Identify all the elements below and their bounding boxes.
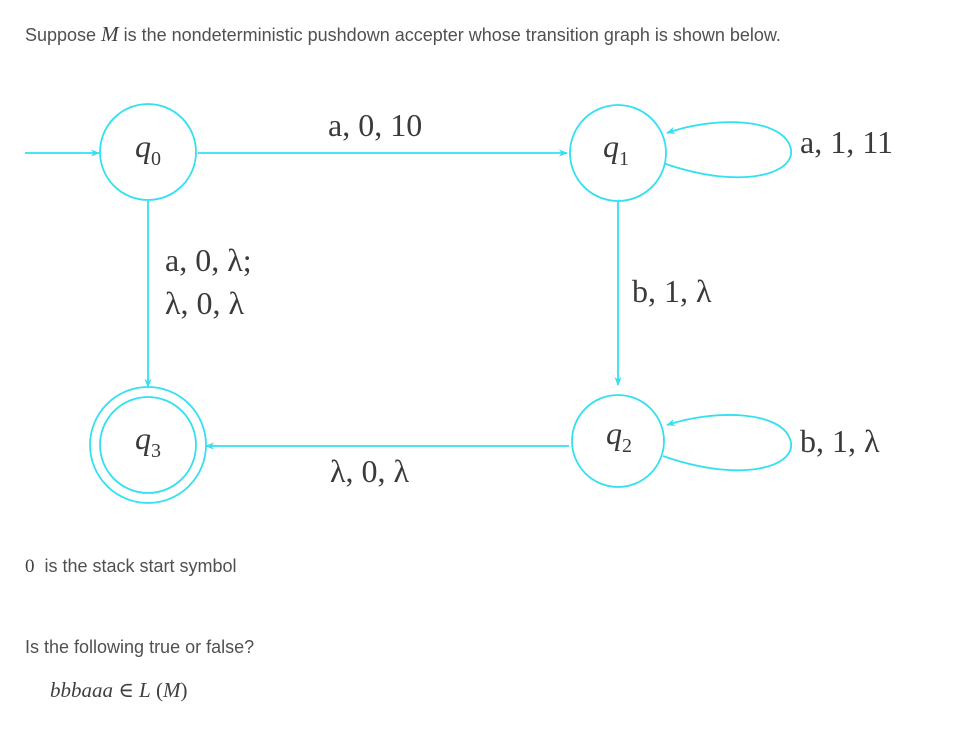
loop-q2-label: b, 1, λ — [800, 423, 880, 459]
stack-start-symbol: 0 — [25, 556, 35, 577]
loop-q1-label: a, 1, 11 — [800, 124, 893, 160]
membership-word: bbbaaa — [50, 678, 113, 702]
edge-q0-q3-label-line2: λ, 0, λ — [165, 285, 245, 321]
state-q0-label: q0 — [135, 128, 161, 170]
edge-q2-q3-label: λ, 0, λ — [330, 453, 410, 489]
transition-graph: q0 q1 q2 q3 a, 0, 10 a, 1, 11 b, 1, λ b,… — [25, 103, 893, 504]
intro-var-m: M — [101, 22, 119, 46]
intro-before: Suppose — [25, 25, 102, 45]
membership-arg: M — [162, 678, 181, 702]
state-q1-circle — [569, 104, 667, 202]
stack-start-note: 0 is the stack start symbol — [25, 556, 237, 578]
state-q2-label: q2 — [606, 415, 632, 457]
membership-relation: ∈ — [118, 678, 134, 702]
loop-q2 — [662, 414, 793, 472]
state-q1-label: q1 — [603, 128, 629, 170]
state-q2-circle — [571, 394, 665, 488]
problem-statement: Suppose M is the nondeterministic pushdo… — [25, 22, 781, 47]
question-text: Is the following true or false? — [25, 637, 255, 657]
state-q3-label: q3 — [135, 420, 161, 462]
membership-language: L — [139, 678, 151, 702]
state-q3-inner-circle — [99, 396, 197, 494]
loop-q1 — [662, 121, 793, 179]
stack-start-text: is the stack start symbol — [44, 556, 237, 576]
membership-expression: bbbaaa ∈ L (M) — [50, 678, 188, 702]
edge-q1-q2-label: b, 1, λ — [632, 273, 712, 309]
state-q0-circle — [99, 103, 197, 201]
intro-after: is the nondeterministic pushdown accepte… — [118, 25, 781, 45]
edge-q0-q3-label-line1: a, 0, λ; — [165, 242, 252, 278]
edge-q0-q1-label: a, 0, 10 — [328, 107, 422, 143]
